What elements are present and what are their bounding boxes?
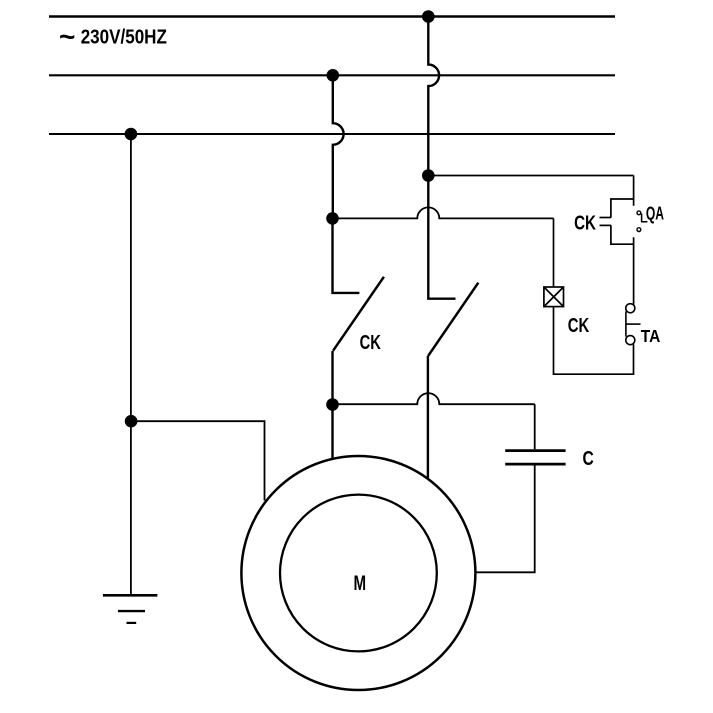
svg-text:C: C <box>583 447 594 470</box>
svg-text:QA: QA <box>646 203 664 223</box>
svg-text:M: M <box>354 571 367 595</box>
svg-text:TA: TA <box>641 326 661 346</box>
svg-text:CK: CK <box>568 315 590 337</box>
svg-text:230V/50HZ: 230V/50HZ <box>81 27 167 49</box>
svg-text:~: ~ <box>59 21 75 52</box>
svg-text:CK: CK <box>574 213 596 235</box>
svg-text:CK: CK <box>360 332 382 354</box>
